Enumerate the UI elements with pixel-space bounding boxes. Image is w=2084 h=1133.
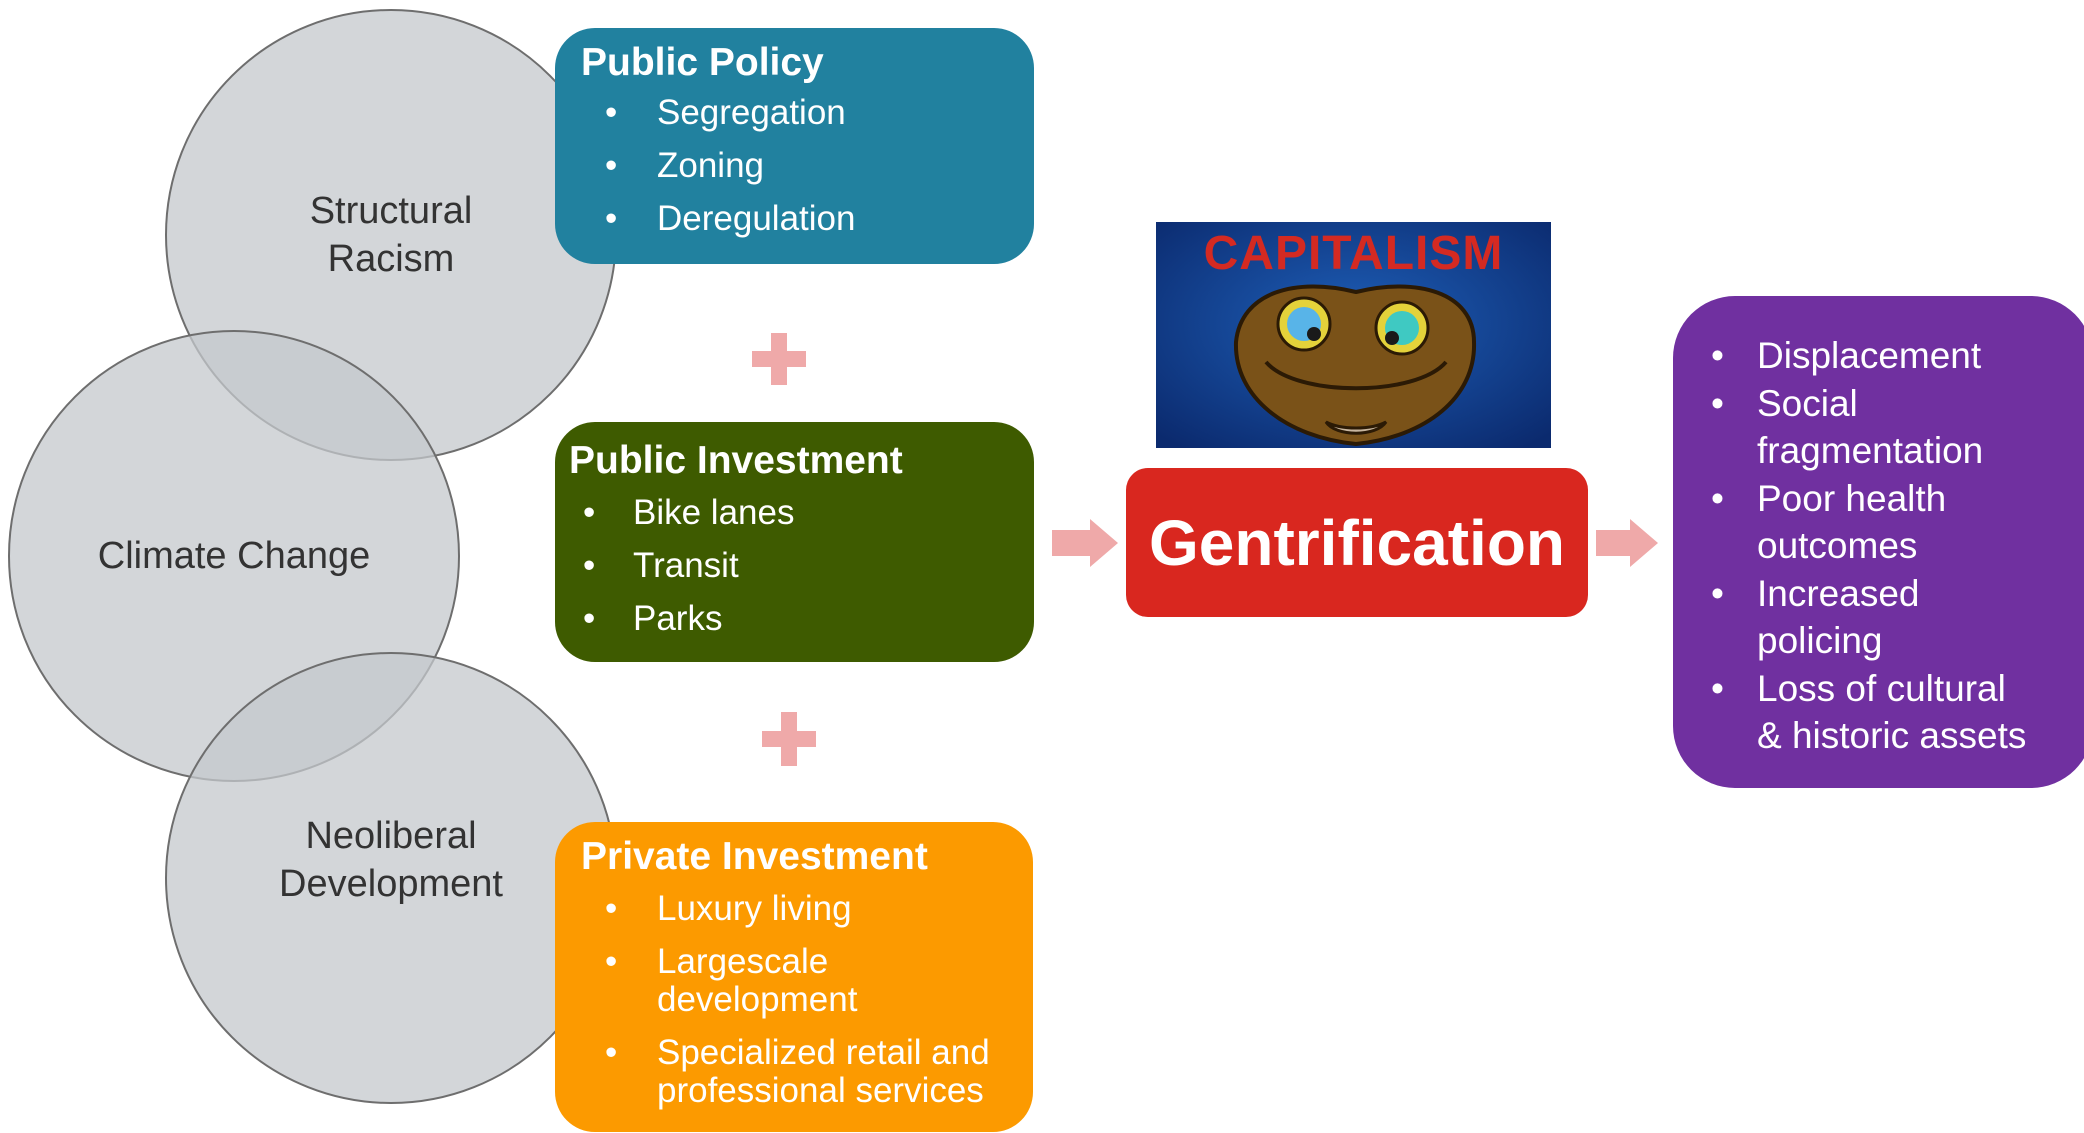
label-neoliberal-development: Neoliberal Development: [279, 815, 503, 905]
list-item: Parks: [569, 600, 1034, 639]
label-structural-racism: Structural Racism: [309, 190, 473, 280]
private-investment-title: Private Investment: [581, 835, 928, 878]
gentrification-label: Gentrification: [1148, 506, 1566, 579]
list-item: Social fragmentation: [1673, 380, 2084, 474]
arrow-right-icon: [1596, 519, 1658, 567]
private-investment-list: Luxury living Largescale development Spe…: [581, 890, 1033, 1110]
list-item: Poor health outcomes: [1673, 475, 2084, 569]
list-item: Specialized retail and professional serv…: [581, 1034, 1033, 1110]
list-item: Transit: [569, 547, 1034, 586]
public-policy-title: Public Policy: [581, 41, 824, 84]
public-policy-list: Segregation Zoning Deregulation: [581, 94, 1034, 239]
list-item: Segregation: [581, 94, 1034, 133]
list-item: Largescale development: [581, 943, 1033, 1019]
gentrification-box: Gentrification: [1126, 468, 1588, 617]
public-investment-list: Bike lanes Transit Parks: [569, 494, 1034, 639]
plus-icon: [752, 333, 806, 385]
snake-icon: [1156, 222, 1551, 448]
capitalism-caption: CAPITALISM: [1203, 227, 1504, 280]
private-investment-box: Private Investment Luxury living Largesc…: [555, 822, 1033, 1132]
outcomes-list: Displacement Social fragmentation Poor h…: [1673, 332, 2084, 759]
list-item: Luxury living: [581, 890, 1033, 929]
capitalism-image: CAPITALISM: [1156, 222, 1551, 448]
list-item: Displacement: [1673, 332, 2084, 379]
public-policy-box: Public Policy Segregation Zoning Deregul…: [555, 28, 1034, 264]
public-investment-box: Public Investment Bike lanes Transit Par…: [555, 422, 1034, 662]
list-item: Deregulation: [581, 200, 1034, 239]
list-item: Increased policing: [1673, 570, 2084, 664]
outcomes-box: Displacement Social fragmentation Poor h…: [1673, 296, 2084, 788]
label-climate-change: Climate Change: [97, 535, 371, 577]
list-item: Bike lanes: [569, 494, 1034, 533]
public-investment-title: Public Investment: [569, 439, 903, 482]
arrow-right-icon: [1052, 519, 1118, 567]
plus-icon: [762, 712, 816, 766]
list-item: Loss of cultural & historic assets: [1673, 665, 2084, 759]
list-item: Zoning: [581, 147, 1034, 186]
